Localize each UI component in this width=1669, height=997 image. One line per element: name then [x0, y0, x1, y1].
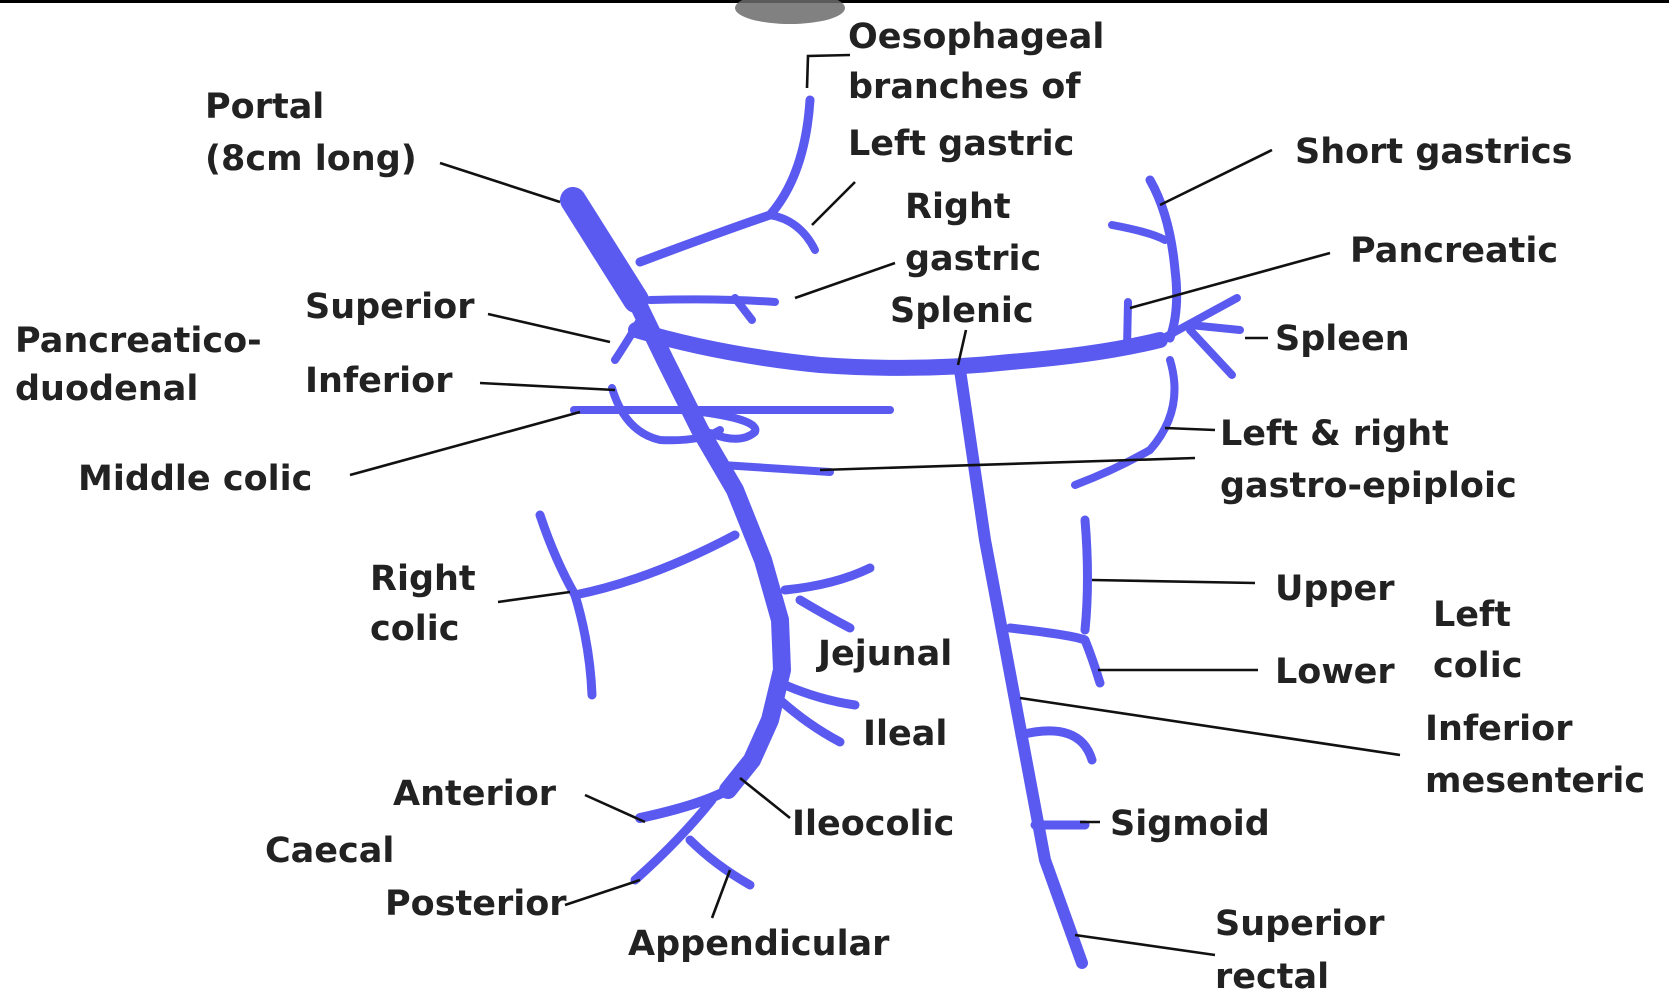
leader-superior-rectal — [1075, 935, 1215, 955]
label-left-gastric: Left gastric — [848, 124, 1074, 164]
label-superior-rectal-2: rectal — [1215, 957, 1329, 997]
leader-upper — [1092, 580, 1255, 583]
inferior-mesenteric-vein — [960, 370, 1082, 963]
middle-colic-lower — [722, 465, 830, 472]
label-left-colic-1: Left — [1433, 595, 1511, 635]
label-inferior-mesenteric-1: Inferior — [1425, 709, 1573, 749]
left-colic-upper — [1085, 520, 1088, 630]
label-middle-colic: Middle colic — [78, 459, 312, 499]
label-portal: Portal — [205, 87, 324, 127]
leader-middle-colic — [350, 412, 580, 475]
superior-pancreaticoduodenal-vein — [615, 320, 640, 360]
label-lower: Lower — [1275, 652, 1395, 692]
label-branches-of: branches of — [848, 67, 1081, 107]
label-ileal: Ileal — [863, 714, 947, 754]
leader-posterior — [565, 880, 640, 905]
leader-inferior-mesenteric — [1020, 698, 1400, 755]
label-ileocolic: Ileocolic — [792, 804, 954, 844]
label-gastro-epiploic: gastro-epiploic — [1220, 466, 1517, 506]
leader-portal — [440, 163, 560, 202]
label-caecal: Caecal — [265, 831, 394, 871]
splenic-vein — [636, 330, 1160, 368]
label-inferior-mesenteric-2: mesenteric — [1425, 761, 1645, 801]
label-short-gastrics: Short gastrics — [1295, 132, 1572, 172]
label-right-gastric-1: Right — [905, 187, 1011, 227]
label-duodenal: duodenal — [15, 369, 198, 409]
label-anterior: Anterior — [393, 774, 557, 814]
label-upper: Upper — [1275, 569, 1395, 609]
top-shadow — [735, 0, 845, 24]
short-gastric-branch — [1112, 225, 1165, 240]
left-colic-lower — [1010, 628, 1100, 683]
left-gastric-vein — [640, 100, 810, 262]
ileal-vein-2 — [780, 700, 840, 742]
label-right-colic-2: colic — [370, 609, 460, 649]
right-colic-branch — [575, 595, 592, 695]
leader-short-gastrics — [1160, 150, 1272, 205]
label-oesophageal: Oesophageal — [848, 17, 1104, 57]
portal-vein — [573, 200, 636, 300]
label-superior: Superior — [305, 287, 475, 327]
leader-appendicular — [712, 870, 730, 918]
leader-right-colic — [498, 592, 570, 602]
labels: Oesophageal branches of Left gastric Por… — [15, 17, 1645, 997]
right-colic-vein — [540, 515, 735, 595]
label-posterior: Posterior — [385, 884, 567, 924]
leader-ileocolic — [740, 778, 790, 818]
spleen-branch-3 — [1190, 330, 1232, 375]
label-jejunal: Jejunal — [816, 634, 952, 674]
leader-oesophageal — [807, 55, 850, 88]
leader-anterior — [585, 795, 645, 822]
gastro-epiploic-vein — [1075, 360, 1175, 485]
label-pancreatic: Pancreatic — [1350, 231, 1558, 271]
label-pancreatico: Pancreatico- — [15, 321, 262, 361]
right-gastric-vein — [650, 299, 775, 302]
leader-gastro-epiploic — [1165, 428, 1215, 430]
leader-middle-colic-2 — [820, 458, 1195, 470]
pancreatic-vein — [1127, 302, 1128, 348]
label-superior-rectal-1: Superior — [1215, 904, 1385, 944]
label-splenic: Splenic — [890, 291, 1034, 331]
left-gastric-branch — [770, 215, 815, 250]
label-left-colic-2: colic — [1433, 646, 1523, 686]
jejunal-vein-1 — [785, 568, 870, 590]
label-inferior: Inferior — [305, 361, 453, 401]
spleen-branch-2 — [1190, 325, 1240, 330]
leader-right-gastric — [795, 263, 895, 298]
label-spleen: Spleen — [1275, 319, 1410, 359]
appendicular-vein — [690, 840, 750, 885]
label-appendicular: Appendicular — [628, 924, 890, 964]
label-portal-length: (8cm long) — [205, 139, 417, 179]
label-right-colic-1: Right — [370, 559, 476, 599]
ileocolic-vein — [640, 790, 728, 818]
label-left-right: Left & right — [1220, 414, 1449, 454]
leader-superior — [488, 314, 610, 342]
label-sigmoid: Sigmoid — [1110, 804, 1270, 844]
label-right-gastric-2: gastric — [905, 239, 1041, 279]
middle-colic-loop — [702, 412, 755, 439]
ileal-vein-1 — [785, 685, 855, 705]
leader-inferior — [480, 383, 615, 390]
jejunal-vein-2 — [800, 600, 850, 628]
leader-left-gastric — [812, 182, 855, 225]
